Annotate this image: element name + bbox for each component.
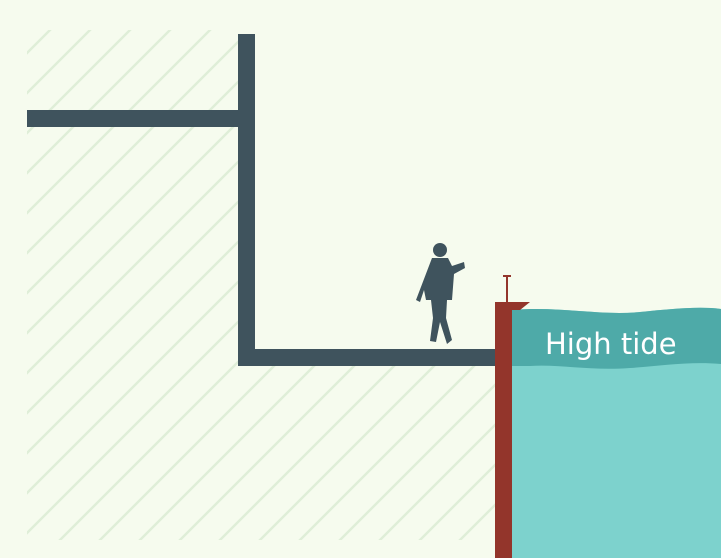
sea-wall bbox=[495, 304, 512, 558]
water-label: High tide bbox=[545, 327, 677, 361]
person-silhouette-icon bbox=[416, 243, 465, 344]
upper-floor-beam bbox=[27, 110, 255, 127]
lower-walkway bbox=[238, 349, 504, 366]
vertical-beam bbox=[238, 34, 255, 366]
sea-wall-cap bbox=[495, 302, 530, 310]
